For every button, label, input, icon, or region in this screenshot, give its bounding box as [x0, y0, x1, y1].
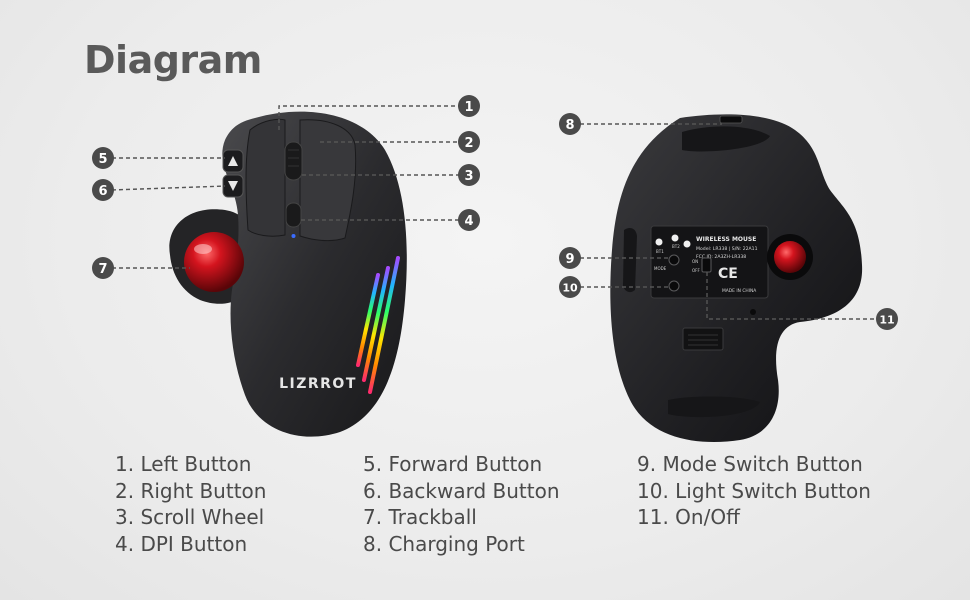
page-title: Diagram [84, 38, 262, 82]
rgb-light-strip-3 [368, 256, 400, 394]
callout-4: 4 [458, 209, 480, 231]
bt2-indicator [671, 234, 679, 242]
legend-item: 11. On/Off [637, 505, 740, 529]
on-label: ON [692, 259, 698, 264]
bt3-indicator [683, 240, 691, 248]
legend-item: 10. Light Switch Button [637, 478, 871, 503]
bt1-indicator [655, 238, 663, 246]
rgb-light-strip-2 [362, 266, 390, 382]
callout-10-label: 10 [562, 282, 578, 295]
dpi-button [285, 202, 302, 228]
legend-item: 4. DPI Button [115, 531, 248, 556]
charging-port [719, 115, 743, 124]
legend-item: 1. Left Button [115, 452, 252, 476]
callout-9-label: 9 [565, 252, 574, 267]
mode-label: MODE [654, 266, 667, 271]
top-foot-pad [682, 126, 770, 152]
leader-line-1 [278, 105, 462, 130]
bt2-label: BT2 [672, 244, 680, 249]
forward-arrow-icon [228, 156, 238, 166]
callout-11-label: 11 [879, 314, 894, 327]
rgb-light-strip-1 [356, 273, 380, 367]
legend-item: 7. Trackball [363, 505, 477, 529]
mouse-bottom-view: BT1 BT2 WIRELESS MOUSE Model: LR338 | S/… [610, 114, 863, 442]
leader-line-6 [111, 185, 226, 191]
dpi-indicator-light [291, 234, 296, 238]
callout-1: 1 [458, 95, 480, 117]
bottom-foot-pad [668, 396, 760, 418]
callout-3: 3 [458, 164, 480, 186]
callout-8: 8 [559, 113, 581, 135]
plate-fcc: FCC ID: 2A3ZH-LR338 [696, 254, 746, 260]
trackball [184, 232, 244, 292]
callout-6: 6 [92, 179, 114, 201]
light-switch-button [668, 280, 680, 292]
left-button [245, 118, 286, 237]
callout-7: 7 [92, 257, 114, 279]
legend-column-2: 5. Forward Button 6. Backward Button 7. … [363, 451, 560, 557]
scroll-wheel [284, 141, 303, 181]
callout-2: 2 [458, 131, 480, 153]
legend-column-3: 9. Mode Switch Button 10. Light Switch B… [637, 451, 871, 531]
screw-hole [750, 309, 756, 315]
legend-item: 2. Right Button [115, 478, 267, 503]
legend-column-1: 1. Left Button 2. Right Button 3. Scroll… [115, 451, 266, 557]
callout-5-label: 5 [98, 152, 107, 167]
right-button [299, 119, 357, 242]
legend-item: 3. Scroll Wheel [115, 505, 265, 529]
callout-7-label: 7 [98, 262, 107, 277]
backward-arrow-icon [228, 181, 238, 191]
mode-switch-button [668, 254, 680, 266]
mouse-top-view: LIZRROT [169, 111, 407, 437]
callout-3-label: 3 [464, 169, 473, 184]
callout-2-label: 2 [464, 136, 473, 151]
leader-line-11 [706, 272, 877, 320]
ce-mark: CE [718, 266, 738, 282]
bt1-label: BT1 [656, 249, 664, 254]
callout-6-label: 6 [98, 184, 107, 199]
legend-item: 6. Backward Button [363, 478, 560, 503]
legend-item: 5. Forward Button [363, 452, 543, 476]
callout-10: 10 [559, 276, 581, 298]
power-switch [701, 257, 712, 273]
off-label: OFF [692, 268, 700, 273]
plate-title: WIRELESS MOUSE [696, 236, 756, 243]
plate-model: Model: LR338 | S/N: 22A11 [696, 246, 758, 252]
plate-made-in: MADE IN CHINA [722, 288, 756, 294]
brand-logo: LIZRROT [279, 376, 357, 392]
callout-11: 11 [876, 308, 898, 330]
callout-9: 9 [559, 247, 581, 269]
leader-lines [111, 105, 877, 320]
callout-1-label: 1 [464, 100, 473, 115]
legend-item: 8. Charging Port [363, 531, 525, 556]
callout-8-label: 8 [565, 118, 574, 133]
callout-4-label: 4 [464, 214, 473, 229]
callout-5: 5 [92, 147, 114, 169]
legend-item: 9. Mode Switch Button [637, 452, 863, 476]
trackball-bottom-ball [774, 241, 806, 273]
left-foot-pad [623, 228, 637, 293]
battery-door [682, 327, 724, 351]
